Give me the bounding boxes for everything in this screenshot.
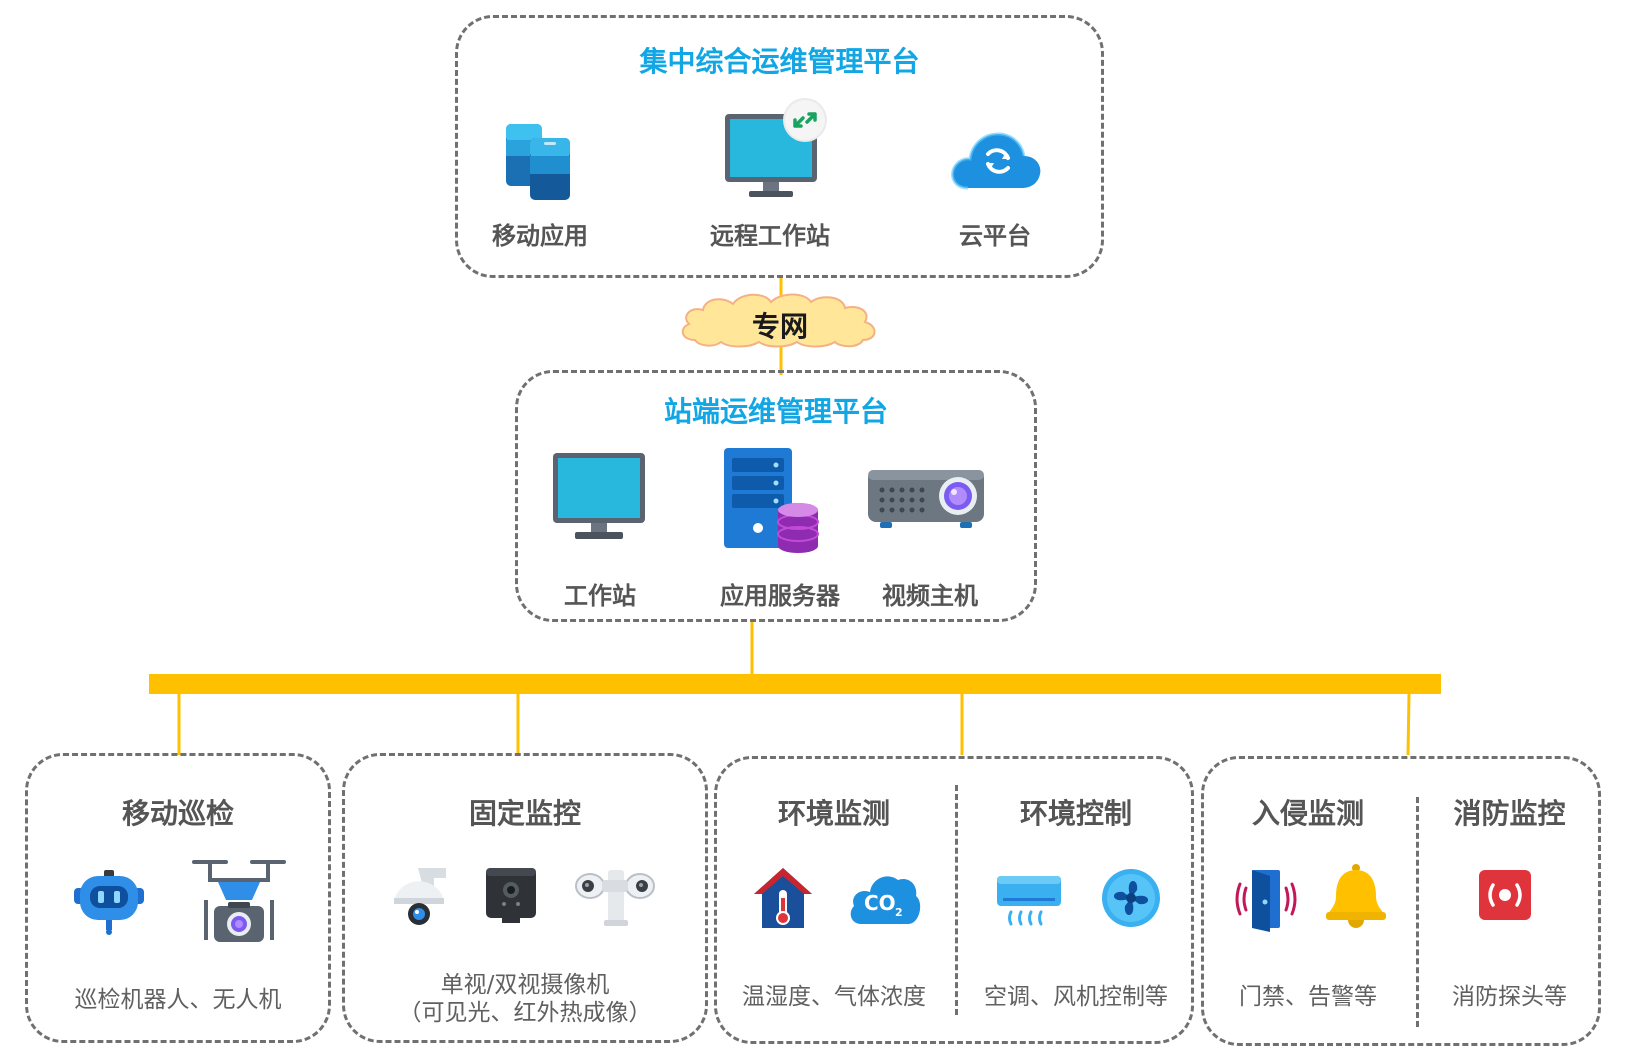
- dual-camera-icon: [574, 866, 656, 928]
- environment-box: [714, 756, 1194, 1044]
- door-access-icon: [1232, 866, 1300, 932]
- svg-text:2: 2: [895, 906, 903, 919]
- remote-workstation-icon: [723, 96, 831, 200]
- private-network-label: 专网: [751, 310, 808, 343]
- security-divider: [1416, 797, 1419, 1027]
- station-platform-box: [515, 370, 1037, 622]
- air-conditioner-icon: [995, 874, 1063, 932]
- central-platform-title: 集中综合运维管理平台: [639, 45, 920, 78]
- fixed-monitoring-caption-line2: （可见光、红外热成像）: [398, 1000, 652, 1026]
- fire-monitoring-title: 消防监控: [1453, 797, 1566, 830]
- robot-icon: [70, 868, 148, 936]
- intrusion-monitoring-title: 入侵监测: [1251, 797, 1364, 830]
- remote-workstation-label: 远程工作站: [710, 222, 830, 250]
- environment-monitoring-caption: 温湿度、气体浓度: [742, 984, 926, 1010]
- fixed-monitoring-box: [342, 753, 708, 1043]
- mobile-inspection-box: [25, 753, 331, 1043]
- co2-icon: CO 2: [848, 870, 922, 926]
- fan-icon: [1101, 868, 1161, 928]
- cloud-platform-label: 云平台: [959, 222, 1031, 250]
- dome-camera-icon: [390, 866, 448, 930]
- environment-control-title: 环境控制: [1019, 797, 1132, 830]
- environment-divider: [955, 785, 958, 1015]
- svg-text:CO: CO: [864, 891, 896, 915]
- drone-icon: [186, 856, 292, 948]
- alarm-bell-icon: [1324, 862, 1388, 930]
- intrusion-monitoring-caption: 门禁、告警等: [1239, 984, 1377, 1010]
- video-host-label: 视频主机: [882, 582, 978, 610]
- mobile-inspection-title: 移动巡检: [121, 797, 234, 830]
- fixed-monitoring-title: 固定监控: [468, 797, 581, 830]
- workstation-label: 工作站: [564, 582, 636, 610]
- environment-control-caption: 空调、风机控制等: [984, 984, 1168, 1010]
- mobile-inspection-caption: 巡检机器人、无人机: [74, 987, 282, 1013]
- video-host-icon: [866, 466, 986, 532]
- application-server-label: 应用服务器: [720, 582, 840, 610]
- cloud-platform-icon: [950, 128, 1042, 190]
- fixed-monitoring-caption-line1: 单视/双视摄像机: [440, 972, 610, 998]
- temperature-house-icon: [752, 866, 814, 930]
- bus-bar: [149, 674, 1441, 694]
- central-platform-box: [455, 15, 1104, 278]
- fire-detector-icon: [1477, 868, 1533, 922]
- monitor-icon: [551, 451, 647, 541]
- security-box: [1201, 756, 1601, 1046]
- mobile-app-icon: [500, 122, 576, 202]
- fire-monitoring-caption: 消防探头等: [1452, 984, 1567, 1010]
- mobile-app-label: 移动应用: [492, 222, 588, 250]
- cloud-icon: [675, 290, 885, 348]
- environment-monitoring-title: 环境监测: [777, 797, 890, 830]
- station-platform-title: 站端运维管理平台: [663, 395, 888, 428]
- box-camera-icon: [484, 866, 538, 924]
- server-icon: [722, 446, 822, 556]
